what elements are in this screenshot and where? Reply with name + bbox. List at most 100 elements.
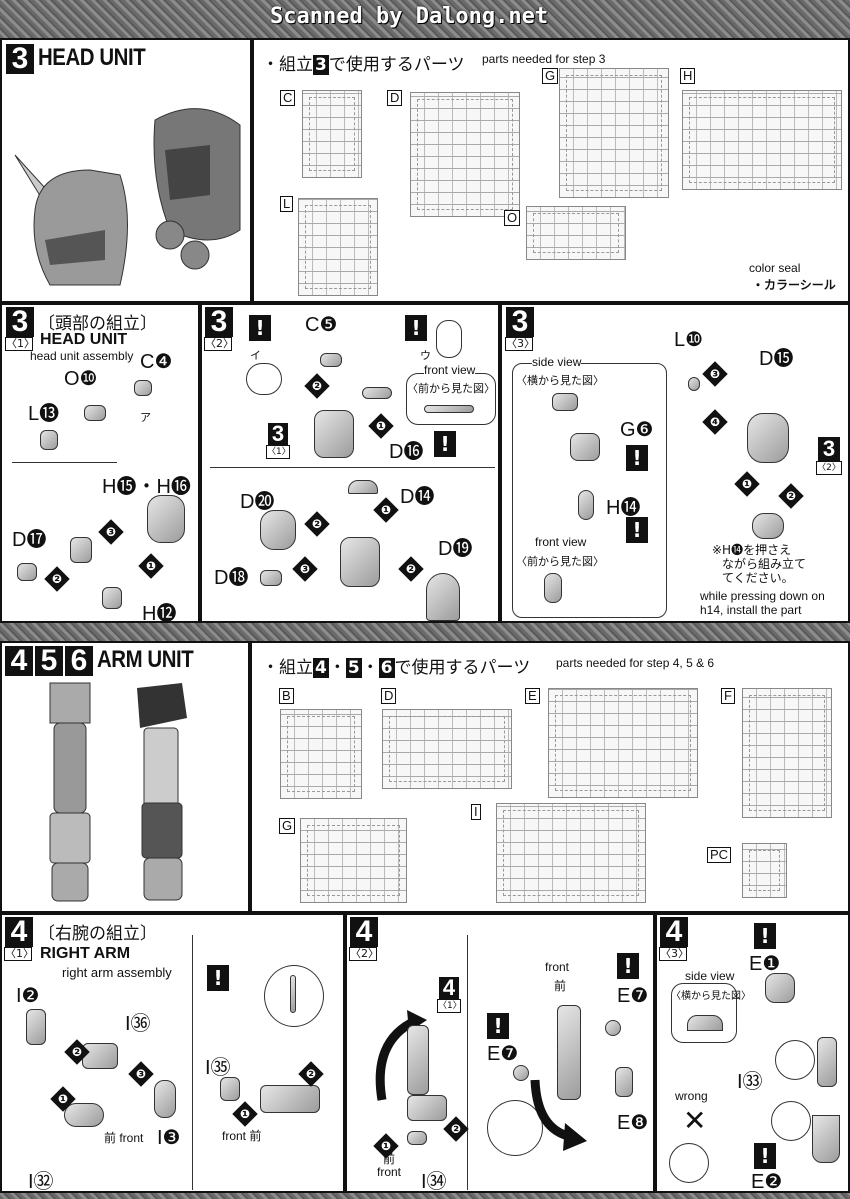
part-e7-illustration — [605, 1020, 621, 1036]
warning-icon: ! — [405, 315, 427, 341]
part-e7-illustration — [513, 1065, 529, 1081]
warning-icon: ! — [249, 315, 271, 341]
part-label: E❼ — [617, 985, 649, 1007]
runner-label-g: G — [279, 818, 296, 834]
part-d14-illustration — [348, 480, 378, 494]
part-l13-illustration — [40, 430, 58, 450]
warning-icon: ! — [207, 965, 229, 991]
part-label: D⓰ — [389, 441, 424, 463]
english-title: head unit assembly — [30, 349, 134, 363]
step-order-3: ❸ — [128, 1061, 154, 1087]
wrong-label: wrong — [675, 1089, 708, 1103]
head-core-illustration — [147, 495, 185, 543]
step-order-3: ❸ — [702, 361, 728, 387]
runner-label-f: F — [721, 688, 735, 704]
front-view-english: front view — [535, 535, 587, 549]
divider — [467, 935, 468, 1190]
parts-heading-prefix: ・組立 — [262, 55, 313, 75]
front-label-japanese: 前 — [554, 979, 567, 993]
runner-label-g: G — [542, 68, 559, 84]
part-h14-illustration — [578, 490, 594, 520]
substep-label: 〈3〉 — [505, 337, 535, 351]
part-l10-illustration — [688, 377, 700, 391]
step-order-1: ❶ — [373, 497, 399, 523]
jp-title: 〔頭部の組立〕 — [38, 314, 157, 334]
step-order-2: ❷ — [44, 566, 70, 592]
part-label: D⓳ — [438, 538, 473, 560]
reference-substep: 〈1〉 — [266, 445, 291, 459]
part-i36-illustration — [82, 1043, 118, 1069]
front-label-english: front — [545, 960, 570, 974]
part-label: I㉜ — [28, 1171, 54, 1193]
runner-g — [559, 68, 669, 198]
jp-title: 〔右腕の組立〕 — [38, 924, 157, 944]
step-order-2: ❷ — [64, 1039, 90, 1065]
forearm-illustration — [557, 1005, 581, 1100]
runner-e — [548, 688, 698, 798]
detail-bubble — [487, 1100, 543, 1156]
runner-label-pc: PC — [707, 847, 732, 863]
part-label: D⓯ — [759, 348, 794, 370]
step-3-2-panel: 3 〈2〉 ! ! イ ウ C❺ front view 〈前から見た図〉 ❷ ❶… — [200, 303, 500, 623]
reference-substep: 〈2〉 — [816, 461, 842, 475]
reference-step: 4 — [439, 977, 459, 999]
step-order-1: ❶ — [232, 1101, 258, 1127]
part-label: D⓲ — [214, 567, 249, 589]
bottom-band — [0, 1193, 850, 1199]
step-number: 4 — [660, 917, 688, 947]
neck-illustration — [752, 513, 784, 539]
runner-d — [410, 92, 520, 217]
substep-label: 〈1〉 — [5, 337, 35, 351]
side-view-english: side view — [532, 355, 582, 369]
head-render-image — [14, 108, 241, 286]
arm-illustration — [407, 1025, 429, 1095]
part-label: H⓮ — [606, 497, 641, 519]
detail-bubble — [246, 363, 282, 395]
arm-assembly-illustration — [260, 1085, 320, 1113]
part-label: E❽ — [617, 1112, 649, 1134]
step-number: 5 — [35, 646, 63, 676]
side-view-japanese: 〈横から見た図〉 — [516, 374, 604, 387]
part-label: I❷ — [16, 985, 40, 1007]
step-number: 3 — [6, 307, 34, 337]
substep-label: 〈2〉 — [204, 337, 234, 351]
parts-heading-english: parts needed for step 4, 5 & 6 — [556, 656, 715, 670]
part-c5-illustration — [320, 353, 342, 367]
header-band: Scanned by Dalong.net — [0, 0, 850, 38]
part-i2-illustration — [26, 1009, 46, 1045]
step-order-1: ❶ — [50, 1086, 76, 1112]
front-view-bubble — [406, 373, 496, 425]
part-label: D⓱ — [12, 529, 47, 551]
front-direction-label: front 前 — [222, 1129, 262, 1143]
step-order-2: ❷ — [398, 556, 424, 582]
step-order-1: ❶ — [734, 471, 760, 497]
part-label: I㊱ — [125, 1013, 151, 1035]
part-label: H⓯・H⓰ — [102, 476, 191, 498]
runner-d — [382, 709, 512, 789]
seal-marker: ア — [140, 411, 151, 424]
step-number: 3 — [506, 307, 534, 337]
runner-h — [682, 90, 842, 190]
warning-icon: ! — [626, 517, 648, 543]
warning-icon: ! — [626, 445, 648, 471]
part-i35-illustration — [220, 1077, 240, 1101]
part-h12-illustration — [102, 587, 122, 609]
divider — [192, 935, 193, 1190]
step-order-3: ❸ — [98, 519, 124, 545]
step-order-2: ❷ — [304, 511, 330, 537]
substep-label: 〈1〉 — [4, 947, 34, 961]
section-title: HEAD UNIT — [38, 44, 146, 71]
parts-heading-suffix: で使用するパーツ — [328, 55, 465, 75]
head-assembly-illustration — [747, 413, 789, 463]
part-o10-illustration — [84, 405, 106, 421]
part-c4-illustration — [134, 380, 152, 396]
part-label: C❹ — [140, 351, 173, 373]
runner-label-o: O — [504, 210, 521, 226]
step-title: RIGHT ARM — [40, 945, 131, 962]
wrong-x-icon: ✕ — [683, 1104, 707, 1137]
arm-illustration — [812, 1115, 840, 1163]
part-label: D⓮ — [400, 486, 435, 508]
